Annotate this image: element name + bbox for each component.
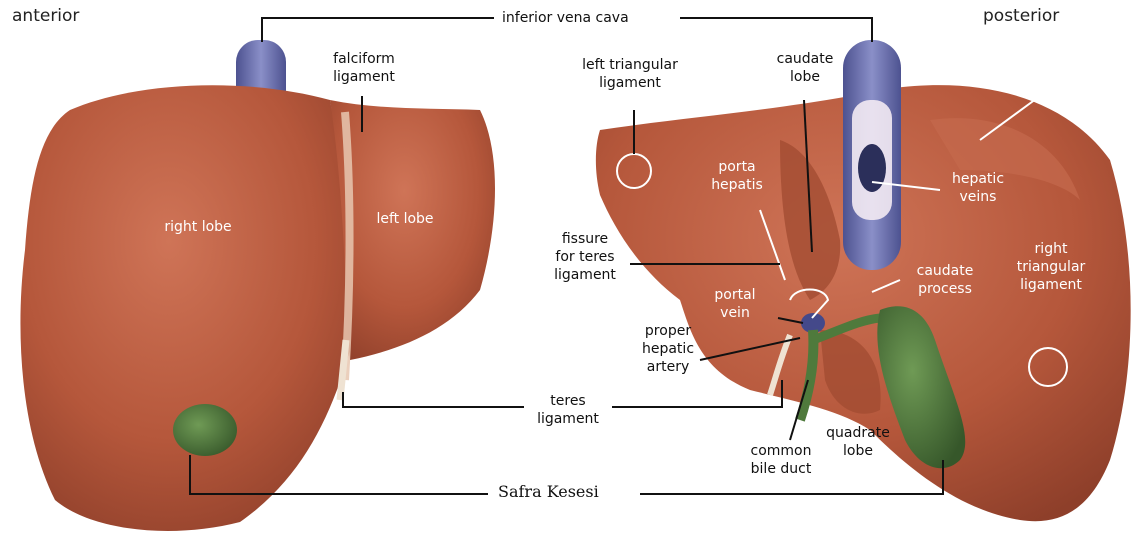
coronary-ligament-label: coronary ligament bbox=[1040, 58, 1130, 94]
right-lobe-label: right lobe bbox=[148, 218, 248, 236]
left-triangular-ligament-label: left triangular ligament bbox=[560, 56, 700, 92]
anterior-liver bbox=[20, 40, 495, 531]
teres-ligament-label: teres ligament bbox=[524, 392, 612, 428]
portal-vein-label: portal vein bbox=[700, 286, 770, 322]
hepatic-veins-label: hepatic veins bbox=[938, 170, 1018, 206]
falciform-ligament-band bbox=[345, 112, 350, 380]
inferior-vena-cava-label: inferior vena cava bbox=[496, 9, 635, 27]
ivc-leader bbox=[262, 18, 494, 42]
falciform-ligament-label: falciform ligament bbox=[324, 50, 404, 86]
right-triangular-ligament-label: right triangular ligament bbox=[1006, 240, 1096, 294]
teres-leader-left bbox=[343, 392, 525, 407]
quadrate-lobe-label: quadrate lobe bbox=[818, 424, 898, 460]
ivc-leader-right bbox=[680, 18, 872, 42]
posterior-label: posterior bbox=[983, 6, 1059, 26]
porta-hepatis-label: porta hepatis bbox=[702, 158, 772, 194]
left-lobe-label: left lobe bbox=[360, 210, 450, 228]
right-lobe-shape bbox=[20, 85, 350, 531]
fissure-for-teres-ligament-label: fissure for teres ligament bbox=[540, 230, 630, 284]
proper-hepatic-artery-label: proper hepatic artery bbox=[628, 322, 708, 376]
gallbladder-anterior bbox=[173, 404, 237, 456]
common-bile-duct-label: common bile duct bbox=[736, 442, 826, 478]
caudate-process-label: caudate process bbox=[900, 262, 990, 298]
anterior-label: anterior bbox=[12, 6, 79, 26]
gallbladder-label: Safra Kesesi bbox=[492, 483, 605, 501]
hepatic-vein-openings bbox=[858, 144, 886, 192]
caudate-lobe-label: caudate lobe bbox=[765, 50, 845, 86]
left-lobe-shape bbox=[330, 100, 495, 360]
